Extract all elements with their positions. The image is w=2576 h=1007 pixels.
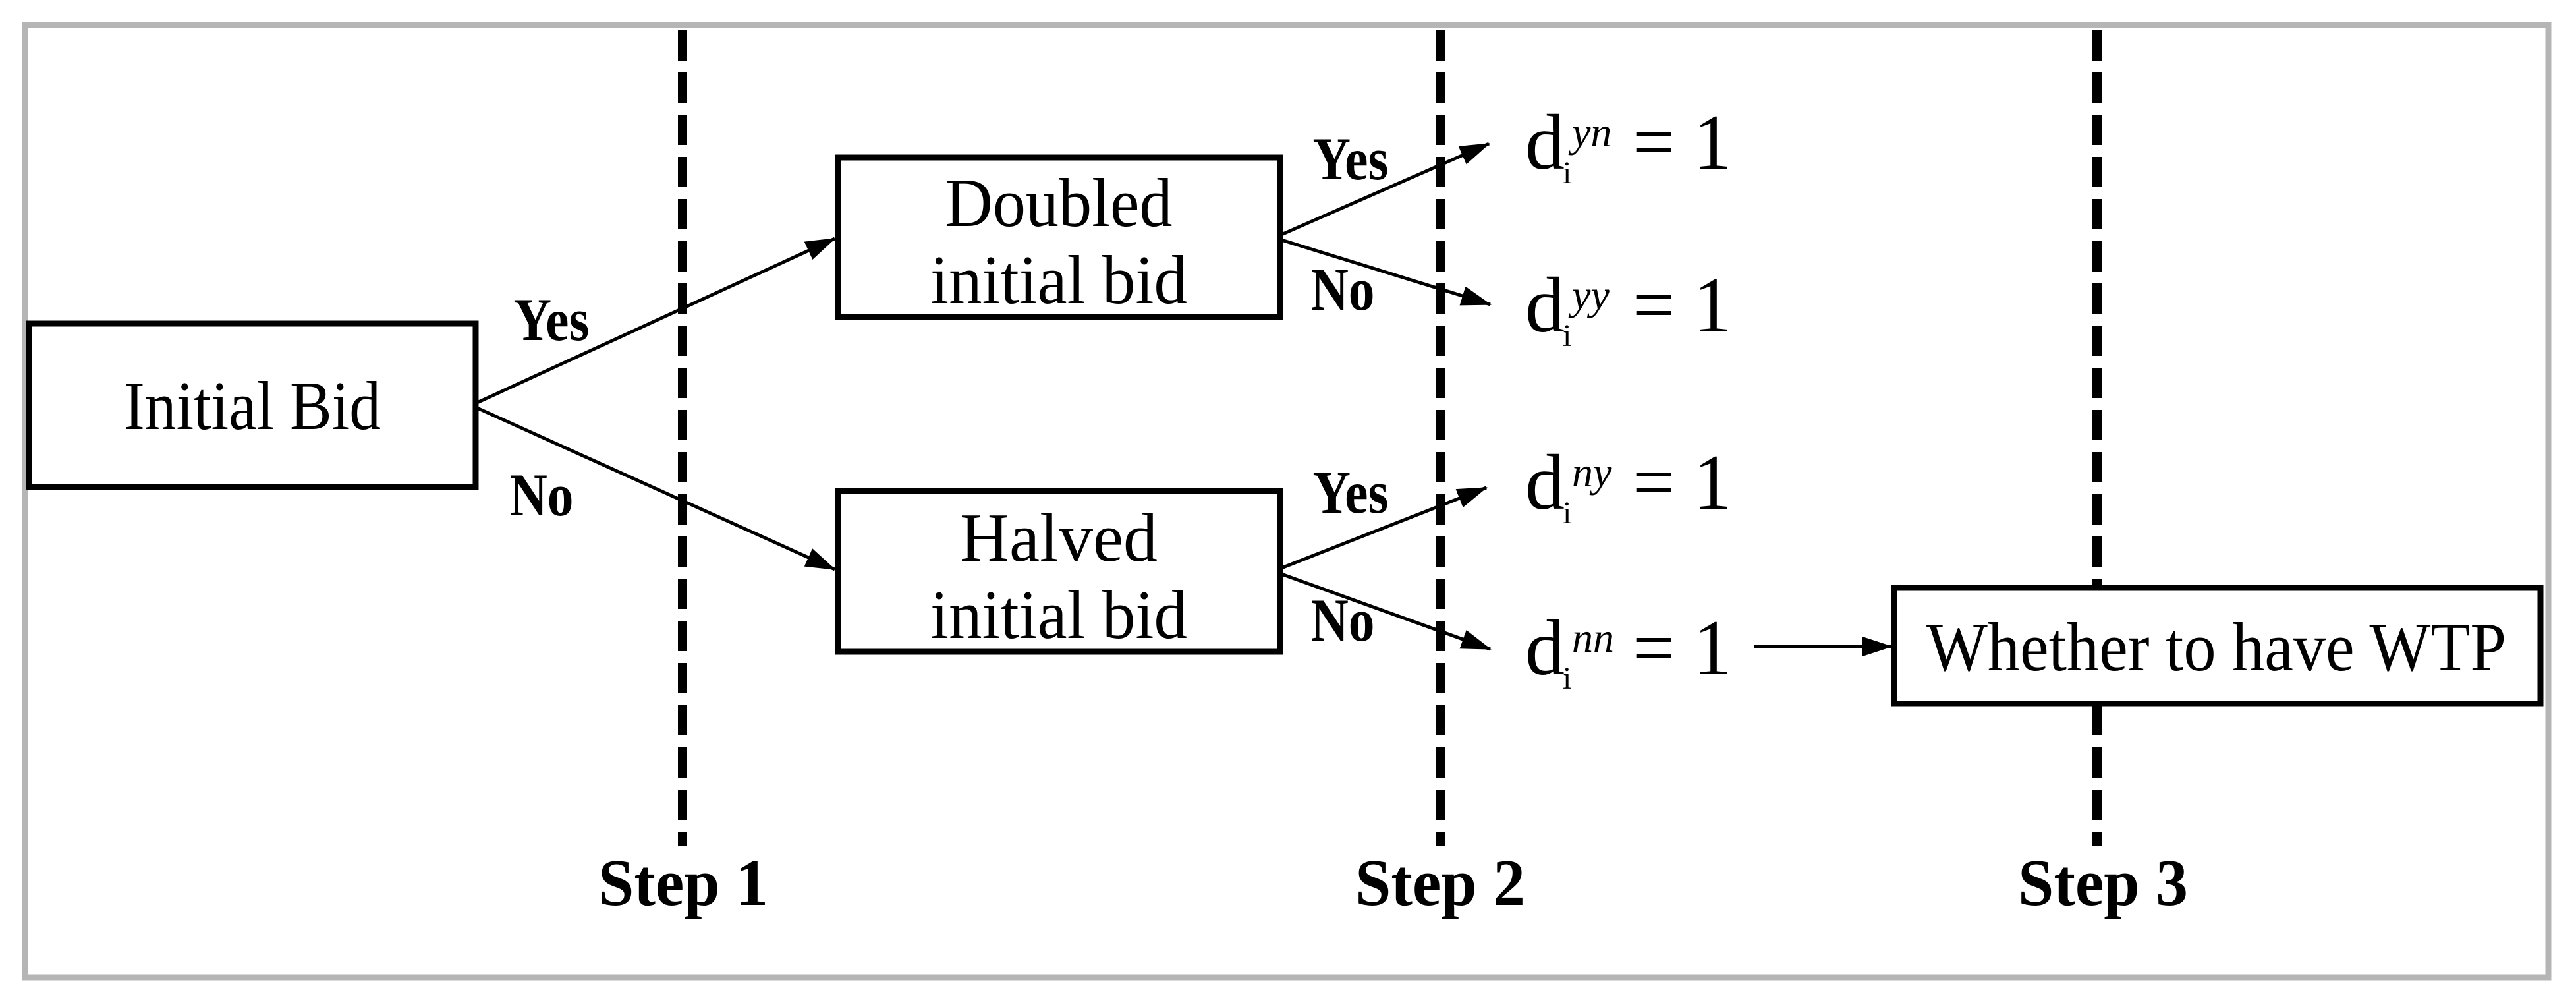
arrow-doubled-yes — [1280, 142, 1490, 237]
outcome-dyn: d i yn = 1 — [1525, 76, 1731, 200]
no-label-halved: No — [1311, 587, 1375, 654]
outcome-dnn-base: d — [1525, 604, 1565, 691]
node-boxes — [26, 154, 2544, 707]
arrow-halved-yes — [1281, 486, 1488, 570]
yes-label-doubled: Yes — [1313, 125, 1389, 192]
initial-bid-box — [26, 320, 479, 490]
yes-label-step1: Yes — [514, 286, 590, 353]
arrow-doubled-no — [1281, 238, 1492, 306]
outcome-dnn-equals: = 1 — [1633, 604, 1731, 691]
doubled-bid-box — [835, 154, 1283, 320]
step-labels: Step 1 Step 2 Step 3 — [598, 846, 2188, 919]
outcome-dny-base: d — [1525, 438, 1565, 526]
step-3-label: Step 3 — [2018, 846, 2188, 919]
outcome-formulas: d i yn = 1 d i yy = 1 d i ny = 1 d i nn … — [1525, 76, 1731, 706]
halved-bid-label-line1: Halved — [960, 499, 1158, 576]
outcome-dyy-subscript: i — [1563, 318, 1571, 353]
outcome-dnn: d i nn = 1 — [1525, 581, 1731, 706]
outcome-dny-subscript: i — [1563, 496, 1571, 531]
outcome-dyy-equals: = 1 — [1633, 261, 1731, 349]
outcome-dyy-base: d — [1525, 261, 1565, 349]
outcome-dyn-equals: = 1 — [1633, 98, 1731, 186]
initial-bid-label: Initial Bid — [124, 367, 381, 444]
doubled-bid-label-line2: initial bid — [930, 241, 1187, 318]
outcome-dyn-subscript: i — [1563, 156, 1571, 190]
figure-border — [22, 22, 2552, 981]
doubled-bid-label-line1: Doubled — [945, 164, 1173, 241]
wtp-box — [1891, 585, 2544, 707]
outcome-dyy-superscript: yy — [1568, 272, 1610, 318]
outcome-dny: d i ny = 1 — [1525, 416, 1731, 540]
outcome-dnn-subscript: i — [1563, 661, 1571, 696]
outcome-dny-superscript: ny — [1572, 449, 1612, 496]
no-label-step1: No — [510, 461, 574, 529]
outcome-dyy: d i yy = 1 — [1525, 239, 1731, 363]
node-labels: Initial Bid Doubled initial bid Halved i… — [124, 164, 2506, 685]
branch-arrows — [474, 142, 1893, 656]
arrow-initial-yes — [474, 237, 836, 405]
wtp-label: Whether to have WTP — [1926, 608, 2506, 685]
outcome-dyn-superscript: yn — [1568, 109, 1611, 156]
no-label-doubled: No — [1311, 256, 1375, 323]
outcome-dny-equals: = 1 — [1633, 438, 1731, 526]
arrow-halved-no — [1281, 572, 1492, 651]
outcome-dyn-base: d — [1525, 98, 1565, 186]
yes-label-halved: Yes — [1313, 459, 1389, 526]
outcome-dnn-superscript: nn — [1572, 614, 1614, 661]
halved-bid-box — [835, 488, 1283, 655]
branch-labels: Yes No Yes No Yes No — [510, 125, 1389, 654]
step-1-label: Step 1 — [598, 846, 768, 919]
step-2-label: Step 2 — [1355, 846, 1525, 919]
arrow-initial-no — [474, 405, 836, 571]
halved-bid-label-line2: initial bid — [930, 576, 1187, 653]
